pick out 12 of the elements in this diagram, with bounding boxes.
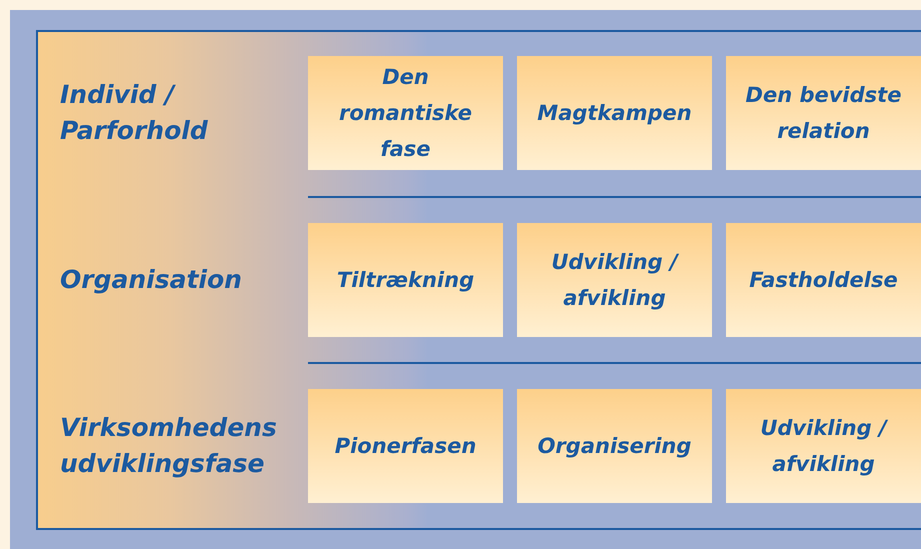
stage-box: Pionerfasen xyxy=(308,389,503,503)
stage-box: Magtkampen xyxy=(517,56,712,170)
stage-box: Organisering xyxy=(517,389,712,503)
stage-box: Tiltrækning xyxy=(308,223,503,337)
stage-box: Udvikling / afvikling xyxy=(726,389,921,503)
stage-box: Den romantiske fase xyxy=(308,56,503,170)
stage-box: Den bevidste relation xyxy=(726,56,921,170)
stage-box: Fastholdelse xyxy=(726,223,921,337)
row-heading: Individ / Parforhold xyxy=(60,77,290,149)
row-heading: Virksomhedens udviklingsfase xyxy=(60,410,290,482)
row-heading: Organisation xyxy=(60,262,290,298)
stage-box: Udvikling / afvikling xyxy=(517,223,712,337)
